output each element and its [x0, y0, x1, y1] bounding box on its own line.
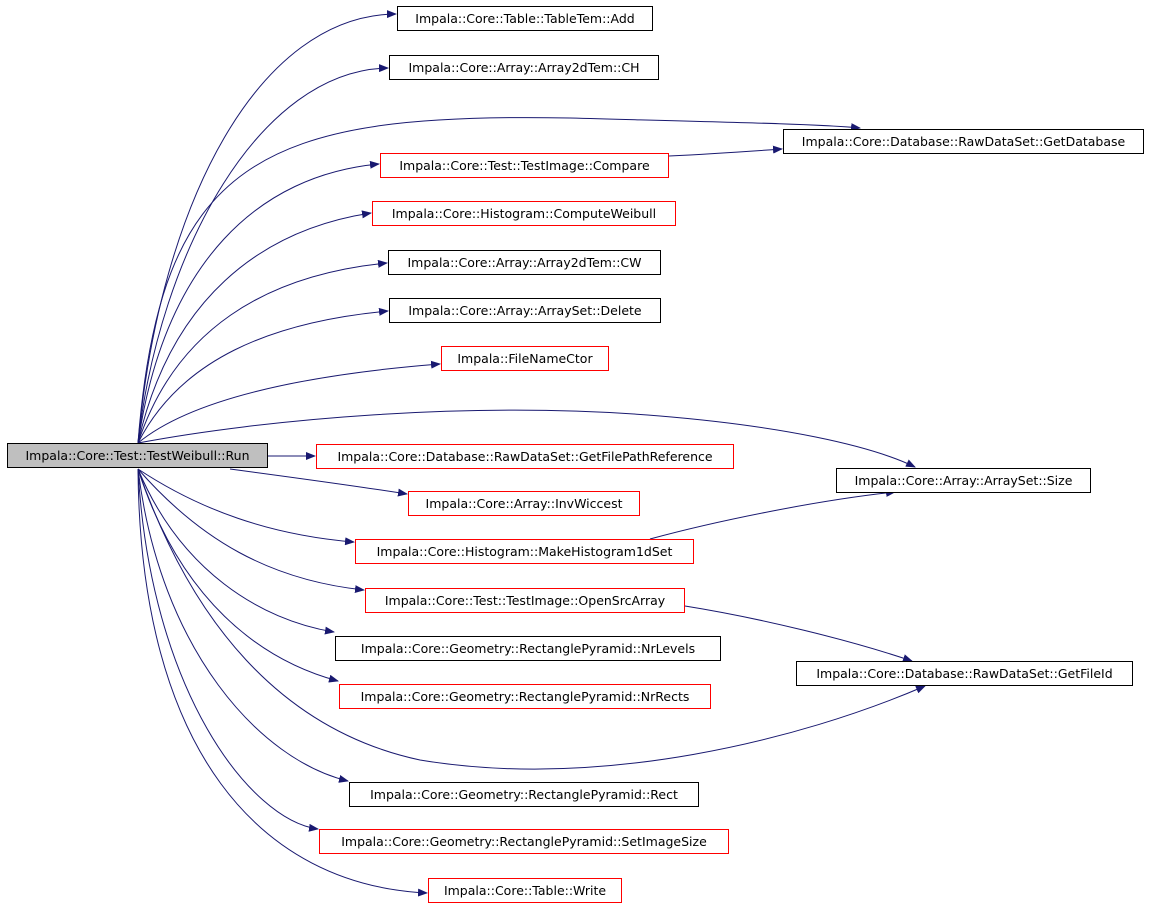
node-size[interactable]: Impala::Core::Array::ArraySet::Size — [836, 468, 1091, 493]
node-nrrects[interactable]: Impala::Core::Geometry::RectanglePyramid… — [339, 684, 711, 709]
node-setimagesize[interactable]: Impala::Core::Geometry::RectanglePyramid… — [319, 829, 729, 854]
edge-run-to-cw — [137, 259, 388, 444]
node-compare[interactable]: Impala::Core::Test::TestImage::Compare — [380, 153, 669, 178]
edge-run-to-write — [137, 468, 428, 897]
edge-run-to-getfileid — [137, 468, 926, 770]
node-cw[interactable]: Impala::Core::Array::Array2dTem::CW — [388, 250, 661, 275]
node-run: Impala::Core::Test::TestWeibull::Run — [7, 443, 268, 468]
edge-run-to-rect — [137, 468, 349, 783]
node-getfileid[interactable]: Impala::Core::Database::RawDataSet::GetF… — [796, 661, 1133, 686]
node-filenamector[interactable]: Impala::FileNameCtor — [441, 346, 609, 371]
edge-run-to-getdb — [137, 117, 861, 444]
node-ch[interactable]: Impala::Core::Array::Array2dTem::CH — [389, 55, 659, 80]
node-invwiccest[interactable]: Impala::Core::Array::InvWiccest — [408, 491, 640, 516]
node-getdatabase[interactable]: Impala::Core::Database::RawDataSet::GetD… — [783, 129, 1144, 154]
node-nrlevels[interactable]: Impala::Core::Geometry::RectanglePyramid… — [335, 636, 721, 661]
edge-run-to-weibull — [137, 210, 372, 444]
node-delete[interactable]: Impala::Core::Array::ArraySet::Delete — [389, 298, 661, 323]
edge-run-to-size — [137, 409, 916, 468]
node-write[interactable]: Impala::Core::Table::Write — [428, 878, 622, 903]
node-makehistogram1dset[interactable]: Impala::Core::Histogram::MakeHistogram1d… — [355, 539, 694, 564]
edge-mkhist-to-size — [649, 488, 896, 540]
edge-opensrc-to-getfileid — [684, 605, 913, 662]
node-opensrcarray[interactable]: Impala::Core::Test::TestImage::OpenSrcAr… — [365, 588, 685, 613]
node-computeweibull[interactable]: Impala::Core::Histogram::ComputeWeibull — [372, 201, 676, 226]
edge-run-to-fnctor — [137, 360, 441, 444]
edge-run-to-ch — [137, 64, 389, 444]
node-getfilepathreference[interactable]: Impala::Core::Database::RawDataSet::GetF… — [316, 444, 734, 469]
edge-run-to-delete — [137, 307, 389, 444]
edge-run-to-mkhist — [137, 468, 355, 546]
edge-run-to-setimg — [137, 468, 319, 832]
edge-run-to-add — [137, 10, 397, 444]
edge-run-to-invw — [229, 468, 408, 497]
edge-run-to-opensrc — [137, 468, 365, 594]
edge-compare-to-getdb — [668, 145, 783, 157]
node-add[interactable]: Impala::Core::Table::TableTem::Add — [397, 6, 653, 31]
edge-run-to-compare — [137, 160, 380, 444]
node-rect[interactable]: Impala::Core::Geometry::RectanglePyramid… — [349, 782, 699, 807]
edge-run-to-nrlevels — [137, 468, 335, 635]
